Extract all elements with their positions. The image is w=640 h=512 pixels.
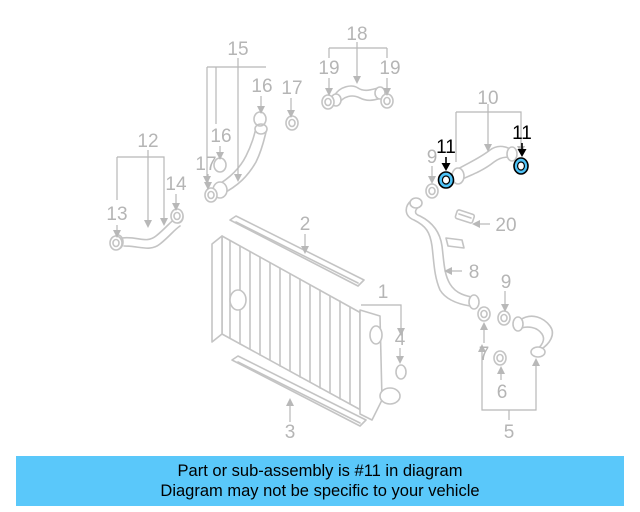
- callout-18: 18: [346, 24, 367, 45]
- seal-ring-11-left: [437, 171, 455, 189]
- callout-1: 1: [378, 282, 389, 303]
- sensor-20: [454, 209, 476, 224]
- hose-clamp-6: [493, 350, 507, 366]
- charge-hose-5: [512, 315, 554, 358]
- callout-14: 14: [165, 174, 187, 195]
- callout-2: 2: [300, 214, 311, 235]
- hose-clamp-13: [109, 235, 123, 251]
- callout-3: 3: [285, 422, 296, 443]
- charge-hose-10: [451, 145, 518, 185]
- banner-line-1: Part or sub-assembly is #11 in diagram: [177, 462, 463, 480]
- charge-hose-top: [330, 85, 386, 107]
- callout-7: 7: [479, 344, 490, 365]
- callout-9-upper: 9: [427, 147, 438, 168]
- callout-4: 4: [395, 329, 406, 350]
- callout-19-right: 19: [379, 58, 400, 79]
- hose-clamp-9-lower: [497, 310, 511, 326]
- callout-5: 5: [504, 422, 515, 443]
- parts-diagram: 1 2 3 4 5 6 7 8 9 9 10 11 11 12 13 14 15…: [106, 24, 554, 443]
- callout-15: 15: [227, 39, 248, 60]
- callout-16-top: 16: [251, 76, 272, 97]
- callout-20: 20: [495, 215, 516, 236]
- callout-9-lower: 9: [501, 272, 512, 293]
- callout-19-left: 19: [318, 58, 339, 79]
- leader-arrows: [113, 76, 540, 406]
- callout-11-right: 11: [512, 123, 532, 144]
- hose-clamp-9-upper: [425, 183, 439, 199]
- hose-clamp-4: [395, 364, 407, 380]
- callout-labels: 1 2 3 4 5 6 7 8 9 9 10 11 11 12 13 14 15…: [106, 24, 531, 443]
- intercooler-core: [211, 235, 401, 421]
- callout-11-left: 11: [436, 137, 456, 158]
- charge-hose-upper: [212, 123, 268, 199]
- callout-17-mid: 17: [195, 154, 216, 175]
- callout-10: 10: [477, 88, 498, 109]
- leader-11-left: [441, 157, 451, 171]
- callout-16-mid: 16: [210, 126, 231, 147]
- callout-13: 13: [106, 204, 127, 225]
- lower-air-guide: [231, 355, 367, 427]
- banner-line-2: Diagram may not be specific to your vehi…: [160, 482, 480, 500]
- hose-clamp-14: [170, 208, 184, 224]
- info-banner: Part or sub-assembly is #11 in diagram D…: [16, 456, 624, 506]
- upper-air-guide: [229, 215, 365, 287]
- callout-17-top: 17: [281, 78, 302, 99]
- seal-ring-11-right: [513, 157, 529, 175]
- charge-pipe-8: [405, 197, 480, 310]
- callout-12: 12: [137, 131, 158, 152]
- leader-11-right: [517, 143, 527, 157]
- callout-8: 8: [469, 262, 480, 283]
- callout-6: 6: [497, 382, 508, 403]
- hose-clamp-7: [477, 306, 491, 322]
